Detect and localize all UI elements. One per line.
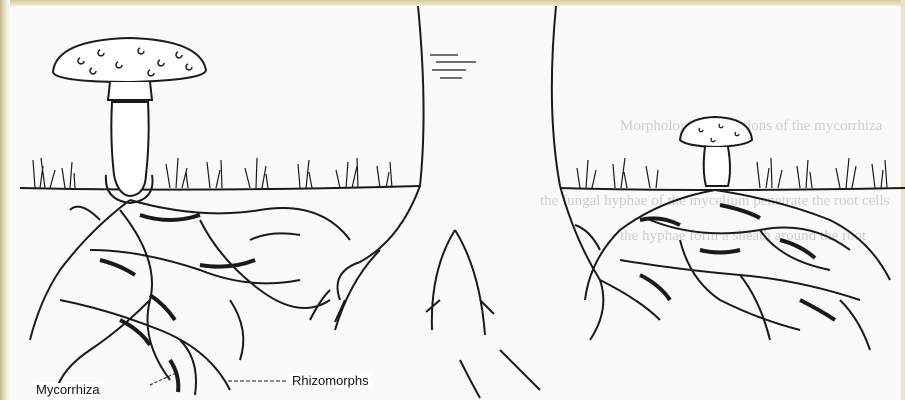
ghost-line-2: the fungal hyphae of the mycelium penetr… — [540, 193, 890, 209]
mycelium-left-icon — [30, 200, 350, 395]
rhizomorphs-label: Rhizomorphs — [290, 374, 371, 388]
mushroom-small-icon — [680, 117, 752, 186]
ghost-line-1: Morphological variations of the mycorrhi… — [620, 118, 883, 134]
mycelium-right-icon — [575, 190, 890, 350]
grass-icon — [33, 158, 887, 188]
mycorrhiza-label: Mycorrhiza — [34, 383, 102, 397]
mushroom-large-icon — [53, 38, 206, 203]
ghost-line-3: the hyphae form a sheath around the root — [620, 228, 867, 244]
mycorrhiza-leader-line — [150, 372, 178, 385]
